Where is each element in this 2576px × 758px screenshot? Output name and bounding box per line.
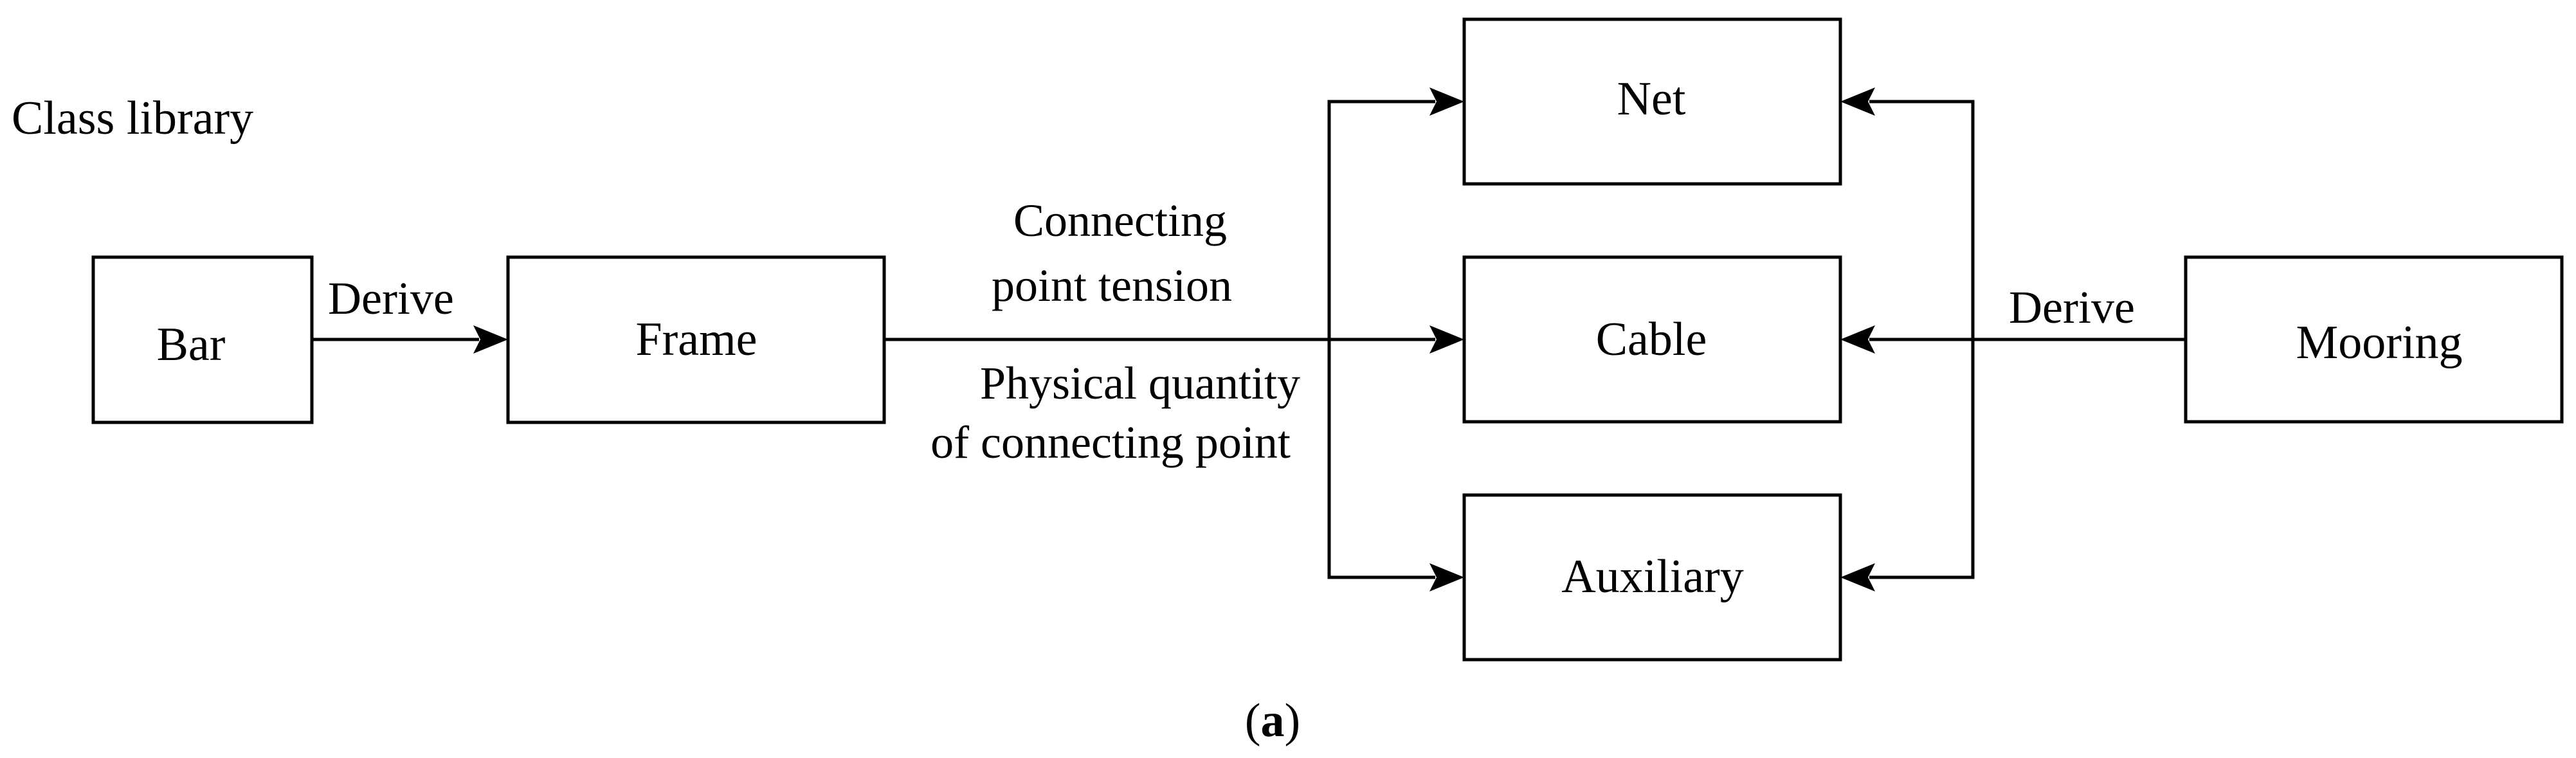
caption-open-paren: ( [1245, 694, 1261, 747]
caption-letter: a [1261, 694, 1285, 747]
mooring-to-components-connector [1840, 87, 2186, 591]
physical-quantity-label-line-2: of connecting point [930, 417, 1291, 468]
mooring-net-arrowhead [1840, 87, 1875, 116]
mooring-node-label: Mooring [2296, 316, 2463, 369]
physical-quantity-label-line-1: Physical quantity [980, 357, 1300, 409]
bar-to-frame-connector [312, 325, 508, 354]
auxiliary-node-label: Auxiliary [1561, 550, 1744, 603]
net-arrowhead [1429, 87, 1464, 116]
auxiliary-arrowhead [1429, 563, 1464, 591]
mooring-derive-label: Derive [2009, 282, 2135, 333]
frame-arrowhead [473, 325, 508, 354]
connecting-point-tension-label-line-2: point tension [992, 260, 1232, 311]
net-node-label: Net [1617, 73, 1686, 125]
frame-split-line [1327, 100, 1435, 579]
cable-node: Cable [1462, 255, 1842, 424]
net-node: Net [1462, 17, 1842, 186]
frame-node: Frame [506, 255, 886, 424]
cable-arrowhead [1429, 325, 1464, 354]
bar-to-frame-label: Derive [328, 273, 454, 324]
frame-node-label: Frame [635, 313, 757, 366]
bar-node: Bar [91, 255, 314, 424]
mooring-split-line [1869, 100, 1975, 579]
mooring-auxiliary-arrowhead [1840, 563, 1875, 591]
bar-node-label: Bar [157, 318, 226, 371]
mooring-node: Mooring [2184, 255, 2564, 424]
connecting-point-tension-label-line-1: Connecting [1013, 195, 1227, 246]
diagram-title: Class library [12, 92, 253, 145]
figure-caption: (a) [1245, 694, 1300, 747]
cable-node-label: Cable [1596, 313, 1707, 366]
auxiliary-node: Auxiliary [1462, 493, 1842, 662]
caption-close-paren: ) [1285, 694, 1301, 747]
mooring-cable-arrowhead [1840, 325, 1875, 354]
frame-to-components-connector [884, 87, 1464, 591]
